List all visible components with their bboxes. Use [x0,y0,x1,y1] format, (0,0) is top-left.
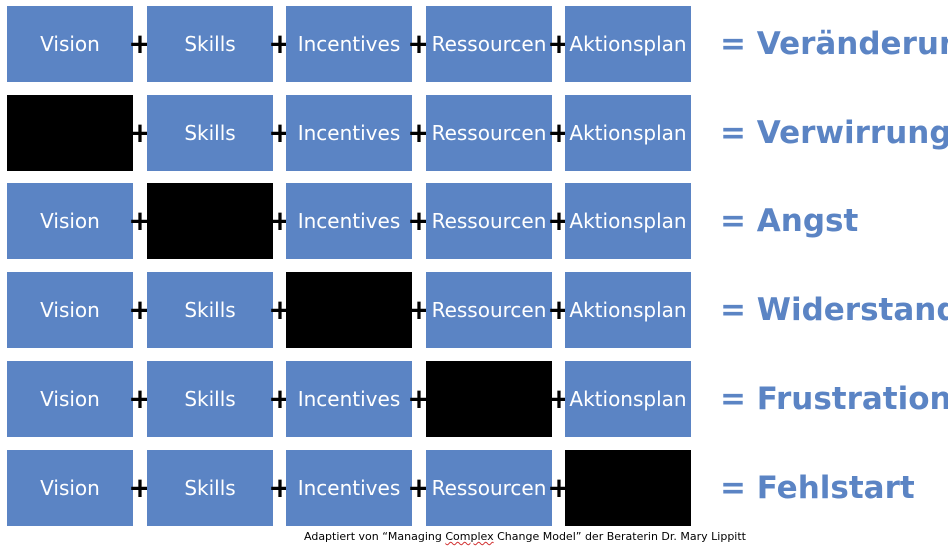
equation-row: +Skills+Incentives+Ressourcen+Aktionspla… [0,95,948,171]
factor-box-aktionsplan: Aktionsplan [565,95,691,171]
missing-factor-box [426,361,552,437]
source-footnote: Adaptiert von “Managing Complex Change M… [304,530,746,543]
missing-factor-box [565,450,691,526]
factor-box-skills: Skills [147,361,273,437]
factor-box-vision: Vision [7,361,133,437]
factor-box-ressourcen: Ressourcen [426,272,552,348]
factor-box-vision: Vision [7,450,133,526]
factor-box-skills: Skills [147,272,273,348]
plus-sign: + [128,293,152,326]
plus-sign: + [547,382,571,415]
factor-box-aktionsplan: Aktionsplan [565,183,691,259]
plus-sign: + [128,204,152,237]
factor-box-incentives: Incentives [286,95,412,171]
plus-sign: + [547,27,571,60]
factor-box-vision: Vision [7,183,133,259]
missing-factor-box [147,183,273,259]
equation-row: Vision+Skills+Incentives+Ressourcen+= Fe… [0,450,948,526]
plus-sign: + [268,204,292,237]
plus-sign: + [128,27,152,60]
factor-box-aktionsplan: Aktionsplan [565,6,691,82]
footnote-text-before: Adaptiert von “Managing [304,530,446,543]
factor-box-incentives: Incentives [286,183,412,259]
footnote-underlined-word: Complex [445,530,494,543]
factor-box-incentives: Incentives [286,6,412,82]
result-label: = Widerstand [720,292,948,328]
footnote-text-after: Change Model” der Beraterin Dr. Mary Lip… [493,530,746,543]
equation-row: Vision+Skills+Incentives+Ressourcen+Akti… [0,6,948,82]
plus-sign: + [407,382,431,415]
plus-sign: + [547,293,571,326]
plus-sign: + [547,204,571,237]
factor-box-ressourcen: Ressourcen [426,95,552,171]
factor-box-vision: Vision [7,272,133,348]
plus-sign: + [268,382,292,415]
equation-row: Vision+Skills+Incentives++Aktionsplan= F… [0,361,948,437]
result-label: = Angst [720,203,859,239]
plus-sign: + [268,27,292,60]
result-label: = Veränderung [720,26,948,62]
result-label: = Frustration [720,381,948,417]
plus-sign: + [407,27,431,60]
result-label: = Fehlstart [720,470,915,506]
factor-box-skills: Skills [147,6,273,82]
factor-box-incentives: Incentives [286,450,412,526]
factor-box-ressourcen: Ressourcen [426,6,552,82]
factor-box-aktionsplan: Aktionsplan [565,272,691,348]
plus-sign: + [128,471,152,504]
factor-box-ressourcen: Ressourcen [426,450,552,526]
plus-sign: + [407,293,431,326]
factor-box-incentives: Incentives [286,361,412,437]
plus-sign: + [547,116,571,149]
plus-sign: + [268,116,292,149]
plus-sign: + [128,116,152,149]
factor-box-skills: Skills [147,95,273,171]
factor-box-skills: Skills [147,450,273,526]
plus-sign: + [407,204,431,237]
missing-factor-box [286,272,412,348]
plus-sign: + [128,382,152,415]
equation-row: Vision++Incentives+Ressourcen+Aktionspla… [0,183,948,259]
plus-sign: + [547,471,571,504]
plus-sign: + [407,116,431,149]
result-label: = Verwirrung [720,115,948,151]
plus-sign: + [268,293,292,326]
factor-box-aktionsplan: Aktionsplan [565,361,691,437]
factor-box-vision: Vision [7,6,133,82]
plus-sign: + [268,471,292,504]
plus-sign: + [407,471,431,504]
factor-box-ressourcen: Ressourcen [426,183,552,259]
equation-row: Vision+Skills++Ressourcen+Aktionsplan= W… [0,272,948,348]
missing-factor-box [7,95,133,171]
